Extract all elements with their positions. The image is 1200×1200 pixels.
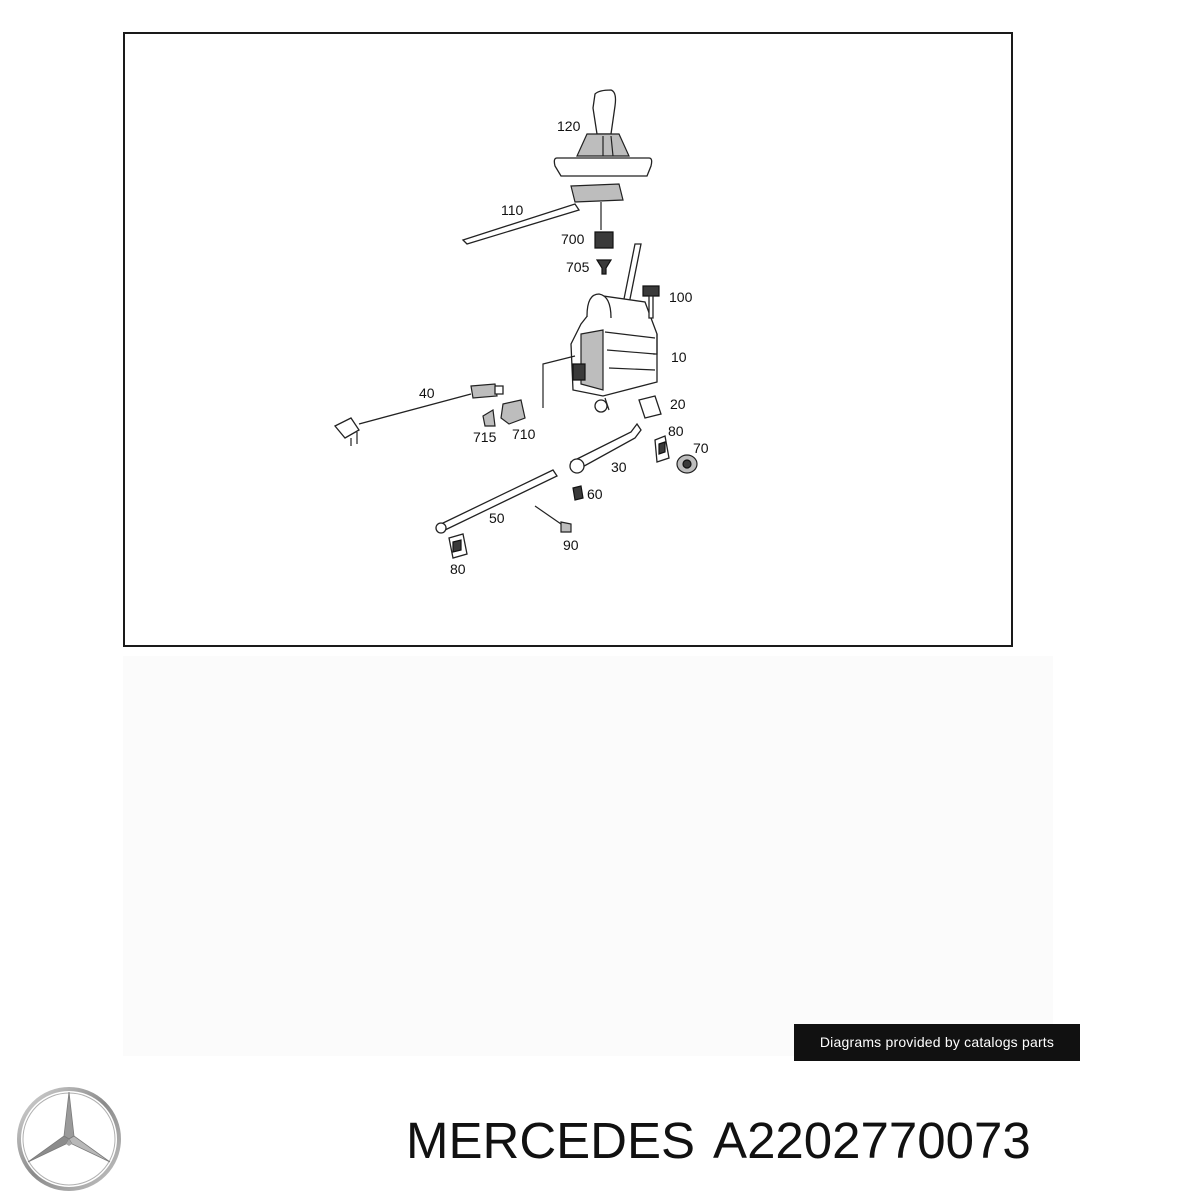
part-clip-80-lower: [448, 533, 468, 559]
part-705: [595, 259, 613, 275]
image-background-area: [123, 656, 1053, 1056]
part-cover-strip-110: [461, 183, 624, 245]
callout-120: 120: [557, 118, 581, 134]
part-bolt-100: [642, 285, 660, 319]
callout-80-upper: 80: [668, 423, 684, 439]
part-700: [594, 202, 614, 249]
part-rod-50: [435, 469, 558, 534]
part-lever-30: [569, 422, 642, 474]
callout-40: 40: [419, 385, 435, 401]
callout-50: 50: [489, 510, 505, 526]
part-shift-knob-120: [553, 89, 653, 177]
callout-710: 710: [512, 426, 536, 442]
part-20: [638, 395, 662, 419]
part-clip-80-upper: [654, 435, 670, 463]
callout-100: 100: [669, 289, 693, 305]
callout-700: 700: [561, 231, 585, 247]
callout-90: 90: [563, 537, 579, 553]
callout-110: 110: [501, 202, 524, 218]
part-90: [534, 505, 572, 533]
callout-70: 70: [693, 440, 709, 456]
exploded-view-drawing: 120 110 700 705 100 10 40 715 710 20 80 …: [333, 89, 709, 577]
callout-705: 705: [566, 259, 590, 275]
callout-60: 60: [587, 486, 603, 502]
callout-715: 715: [473, 429, 497, 445]
part-60: [572, 485, 584, 501]
part-selector-housing-10: [570, 243, 658, 413]
part-cable-40: [333, 383, 504, 446]
brand-part-heading: MERCEDES A2202770073: [406, 1108, 1186, 1174]
callout-80-lower: 80: [450, 561, 466, 577]
callout-20: 20: [670, 396, 686, 412]
part-number: A2202770073: [713, 1112, 1031, 1169]
part-710: [500, 399, 526, 425]
part-715: [482, 409, 496, 427]
callout-10: 10: [671, 349, 687, 365]
parts-diagram: 120 110 700 705 100 10 40 715 710 20 80 …: [123, 32, 1013, 647]
mercedes-star-icon: [17, 1087, 121, 1191]
part-bushing-70: [676, 454, 698, 474]
brand-name: MERCEDES: [406, 1112, 696, 1169]
callout-30: 30: [611, 459, 627, 475]
diagram-credit-badge: Diagrams provided by catalogs parts: [794, 1024, 1080, 1061]
